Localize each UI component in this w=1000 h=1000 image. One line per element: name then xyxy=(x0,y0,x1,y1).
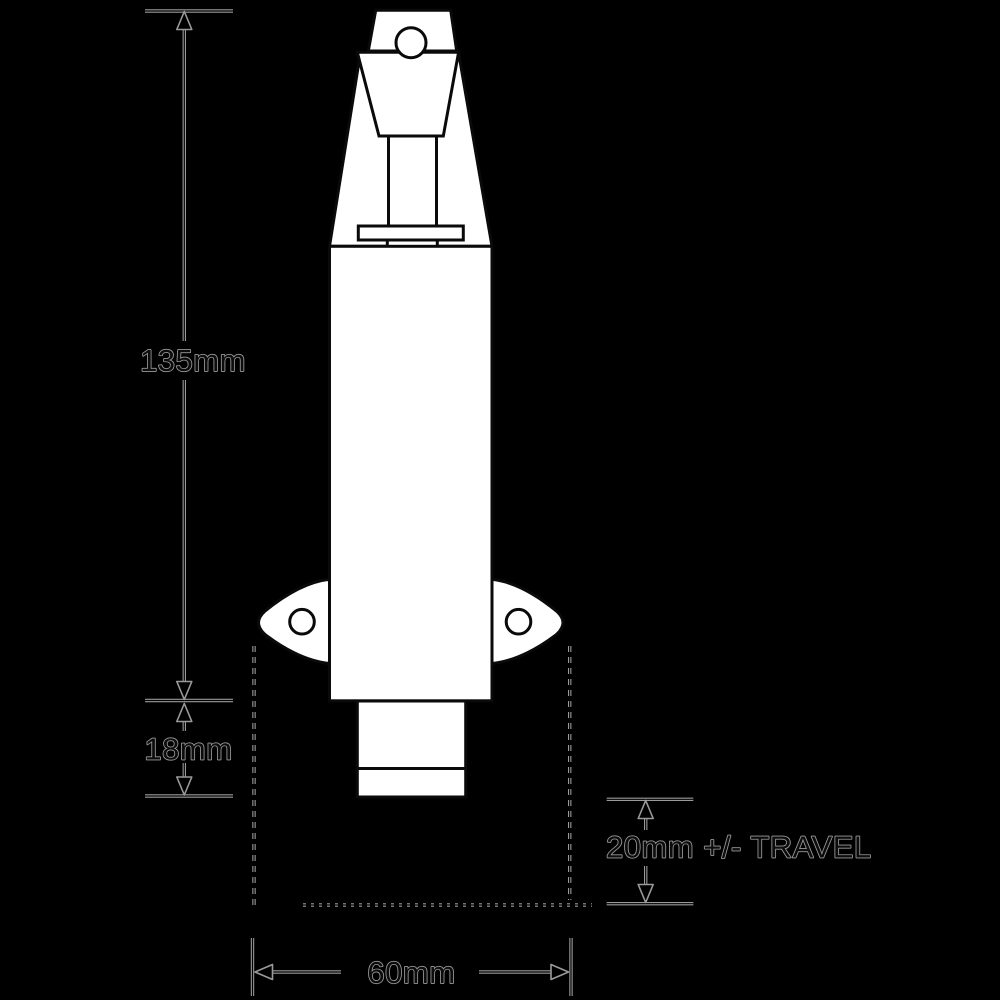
guide-plate xyxy=(356,224,465,242)
label-foot-height: 18mm xyxy=(144,732,232,767)
door-holder-device xyxy=(257,8,565,799)
label-overall-width: 60mm xyxy=(367,955,455,990)
screw-hole-right xyxy=(504,607,533,636)
rubber-foot xyxy=(355,699,468,799)
pull-ring-hole xyxy=(394,26,428,60)
plunger-stem xyxy=(387,134,438,228)
screw-hole-left xyxy=(288,607,316,636)
label-travel: 20mm +/- TRAVEL xyxy=(606,830,872,865)
label-overall-height: 135mm xyxy=(140,343,246,378)
plunger-cup xyxy=(355,50,461,138)
main-body xyxy=(328,244,494,703)
